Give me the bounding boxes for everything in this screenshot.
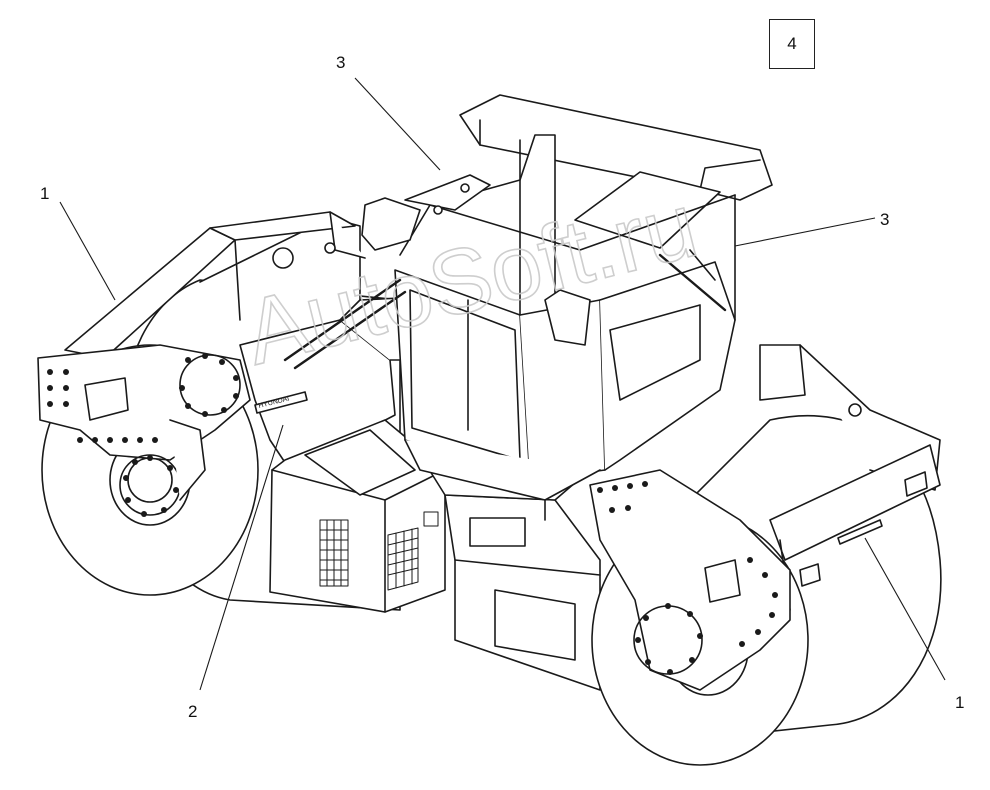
- rear-bolts: [47, 353, 239, 517]
- cab-body: [394, 134, 736, 521]
- front-bolts: [597, 481, 778, 675]
- leader-line-1b: [864, 537, 946, 681]
- callout-1a: 1: [40, 184, 49, 203]
- engine-hood: [239, 297, 446, 613]
- callout-3b: 3: [880, 210, 889, 229]
- leader-line-1a: [59, 201, 116, 301]
- engine-grille-right: [387, 511, 439, 591]
- leader-line-2: [199, 424, 284, 691]
- cab-grab-bars: [283, 253, 727, 370]
- front-badge: [837, 519, 883, 545]
- center-chassis: [419, 454, 601, 691]
- leader-line-3b: [734, 217, 876, 247]
- roof-plate: [361, 174, 491, 251]
- panel-number-box: 4: [769, 19, 815, 69]
- callout-labels: 1 1 2 3 3: [40, 53, 964, 721]
- callout-1b: 1: [955, 693, 964, 712]
- cab-roof: [459, 94, 773, 249]
- front-frame: [759, 344, 941, 611]
- callout-3a: 3: [336, 53, 345, 72]
- rear-side-plate: [37, 344, 251, 516]
- callout-2: 2: [188, 702, 197, 721]
- leader-lines: [59, 77, 946, 691]
- engine-grille-left: [319, 519, 349, 587]
- leader-line-3a: [354, 77, 441, 171]
